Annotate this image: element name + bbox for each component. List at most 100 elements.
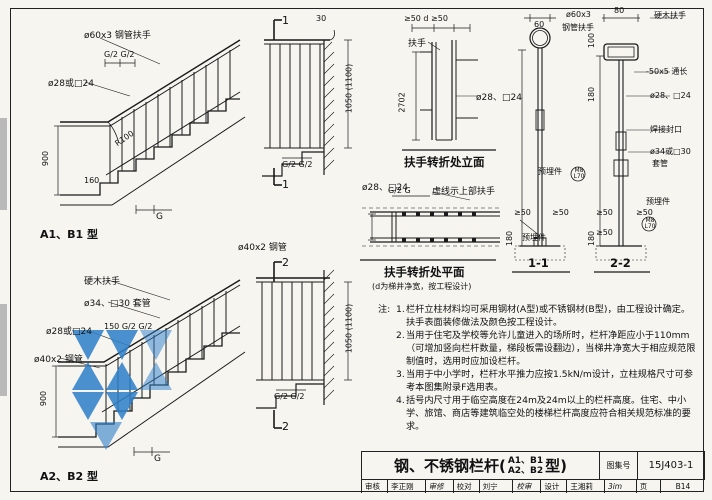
caption-turn-plan-sub: (d为梯井净宽，按工程设计) — [372, 282, 472, 291]
left-tab-bottom — [0, 304, 7, 396]
sign-check-name: 刘宁 — [480, 480, 514, 493]
label-h160: 160 — [84, 176, 100, 185]
section-2-elevation — [256, 261, 352, 429]
note-item-4: 4. 括号内尺寸用于临空高度在24m及24m以上的栏杆高度。住宅、中小学、旅馆、… — [378, 394, 698, 433]
label-h900: 900 — [41, 150, 51, 167]
note-text: 当用于住宅及学校等允许儿童进入的场所时，栏杆净距应小于110mm（可增加竖向栏杆… — [406, 330, 696, 367]
label-h180-c: 180 — [587, 230, 597, 247]
label-sleeve-34-30: ø34、□30 套管 — [84, 299, 151, 309]
label-h2702: 2702 — [397, 92, 407, 113]
title-block: 钢、不锈钢栏杆( A1、B1 A2、B2 型) 图集号 15J403-1 审核 … — [361, 451, 705, 493]
label-plan-dashed: 虚线示上部扶手 — [432, 187, 496, 197]
label-h180-a: 180 — [505, 230, 515, 247]
atlas-number: 15J403-1 — [638, 452, 705, 480]
note-number: 2. — [396, 330, 405, 341]
sign-check-sig: 校审 — [513, 480, 542, 493]
label-pipe-60x3: ø60x3 钢管扶手 — [84, 31, 151, 41]
sign-row: 审核 李正刚 审修 校对 刘宁 校审 设计 王湘莉 3im 页 B14 — [362, 480, 705, 493]
a2b2-stair-elevation — [52, 279, 246, 456]
sign-design-name: 王湘莉 — [567, 480, 605, 493]
caption-a2b2: A2、B2 型 — [40, 470, 99, 483]
sign-design-sig: 3im — [605, 480, 637, 493]
label-m8-b: M8 L70 — [644, 217, 656, 230]
label-post-28-24-d: ø28、□24 — [650, 91, 691, 100]
label-h1050-1100-b: 1050 (1100) — [344, 303, 354, 354]
label-hardwood-rail-b: 硬木扶手 — [654, 11, 686, 20]
atlas-label: 图集号 — [600, 452, 638, 480]
label-d80: 80 — [614, 6, 625, 15]
label-sleeve-b2: 套管 — [652, 159, 668, 168]
drawing-frame — [10, 8, 704, 492]
sign-review-name: 李正刚 — [388, 480, 426, 493]
label-pipe-60x3-b2: 钢管扶手 — [562, 23, 594, 32]
label-bar-50x5: -50x5 通长 — [646, 67, 688, 76]
sign-design-label: 设计 — [541, 480, 568, 493]
note-text: 括号内尺寸用于临空高度在24m及24m以上的栏杆高度。住宅、中小学、旅馆、商店等… — [406, 395, 691, 432]
sign-review-label: 审核 — [362, 480, 389, 493]
label-weld-cap: 焊接封口 — [650, 125, 682, 134]
note-number: 4. — [396, 395, 405, 406]
label-section-2-top: 2 — [282, 256, 289, 269]
label-ge50-b: ≥50 — [552, 208, 569, 217]
notes-lead: 注: — [378, 304, 391, 315]
caption-turn-plan: 扶手转折处平面 — [384, 265, 465, 279]
note-number: 3. — [396, 369, 405, 380]
caption-section-22: 2-2 — [610, 256, 631, 270]
label-section-2-bottom: 2 — [282, 420, 289, 433]
note-item-3: 3. 当用于中小学时，栏杆水平推力应按1.5kN/m设计，立柱规格尺寸可参考本图… — [378, 368, 698, 394]
sign-review-sig: 审修 — [426, 480, 454, 493]
label-ge50-c: ≥50 — [596, 208, 613, 217]
label-plan-28-24: ø28、□24 — [362, 183, 408, 193]
caption-a1b1: A1、B1 型 — [40, 228, 99, 241]
turn-elevation — [402, 24, 496, 151]
label-plan-g2-g: G/2 G — [388, 186, 411, 195]
label-top-30: 30 — [316, 14, 327, 23]
caption-section-11: 1-1 — [528, 256, 549, 270]
note-text: 当用于中小学时，栏杆水平推力应按1.5kN/m设计，立柱规格尺寸可参考本图集附录… — [406, 369, 693, 393]
label-ge50-e: ≥50 — [596, 228, 613, 237]
label-section-1-top: 1 — [282, 14, 289, 27]
title-sub-line2: A2、B2 — [507, 465, 544, 476]
title-main: 钢、不锈钢栏杆( — [393, 457, 506, 475]
page-label: 页 — [637, 480, 661, 493]
label-d60: 60 — [534, 20, 545, 29]
label-g2-g2-b: G/2 G/2 — [282, 160, 313, 169]
watermark — [72, 330, 172, 450]
a1b1-stair-elevation — [54, 37, 246, 214]
title-tail: 型) — [545, 457, 568, 475]
label-post-28-24-b: ø28或□24 — [46, 327, 92, 337]
note-item-1: 注: 1. 栏杆立柱材料均可采用钢材(A型)或不锈钢材(B型)，由工程设计确定。… — [378, 303, 698, 329]
label-g-b: G — [154, 454, 161, 464]
left-tab-top — [0, 118, 7, 210]
note-number: 1. — [396, 304, 405, 315]
title-sub: A1、B1 A2、B2 — [508, 456, 543, 476]
title-sub-line1: A1、B1 — [507, 455, 544, 466]
note-text: 栏杆立柱材料均可采用钢材(A型)或不锈钢材(B型)，由工程设计确定。扶手表面装修… — [406, 304, 691, 328]
label-dim-50-d-50: ≥50 d ≥50 — [404, 14, 448, 23]
label-post-28-24: ø28或□24 — [48, 79, 94, 89]
sign-check-label: 校对 — [454, 480, 480, 493]
label-ge50-d: ≥50 — [636, 208, 653, 217]
label-h100: 100 — [587, 32, 597, 49]
section-2-2 — [570, 14, 678, 273]
label-m8-a: M8 L70 — [573, 167, 585, 180]
label-section-1-bottom: 1 — [282, 178, 289, 191]
notes-block: 注: 1. 栏杆立柱材料均可采用钢材(A型)或不锈钢材(B型)，由工程设计确定。… — [378, 303, 698, 433]
caption-turn-elevation: 扶手转折处立面 — [404, 155, 485, 169]
label-handrail: 扶手 — [408, 39, 427, 49]
label-g150: 150 G/2 G/2 — [104, 322, 153, 331]
section-1-1 — [512, 14, 570, 273]
label-embed-a: 预埋件 — [538, 167, 562, 176]
section-1-elevation — [262, 19, 352, 186]
label-h180-b: 180 — [587, 86, 597, 103]
drawing-title: 钢、不锈钢栏杆( A1、B1 A2、B2 型) — [362, 452, 600, 480]
label-hardwood-rail: 硬木扶手 — [84, 277, 121, 287]
label-embed-c: 预埋件 — [646, 197, 670, 206]
label-g2-g2-c: G/2 G/2 — [274, 392, 305, 401]
label-pipe-60x3-b: ø60x3 — [566, 10, 591, 19]
label-ge50-a: ≥50 — [514, 208, 531, 217]
label-pipe-40x2-b: ø40x2 钢管 — [34, 355, 83, 365]
label-pipe-40x2: ø40x2 钢管 — [238, 243, 287, 253]
